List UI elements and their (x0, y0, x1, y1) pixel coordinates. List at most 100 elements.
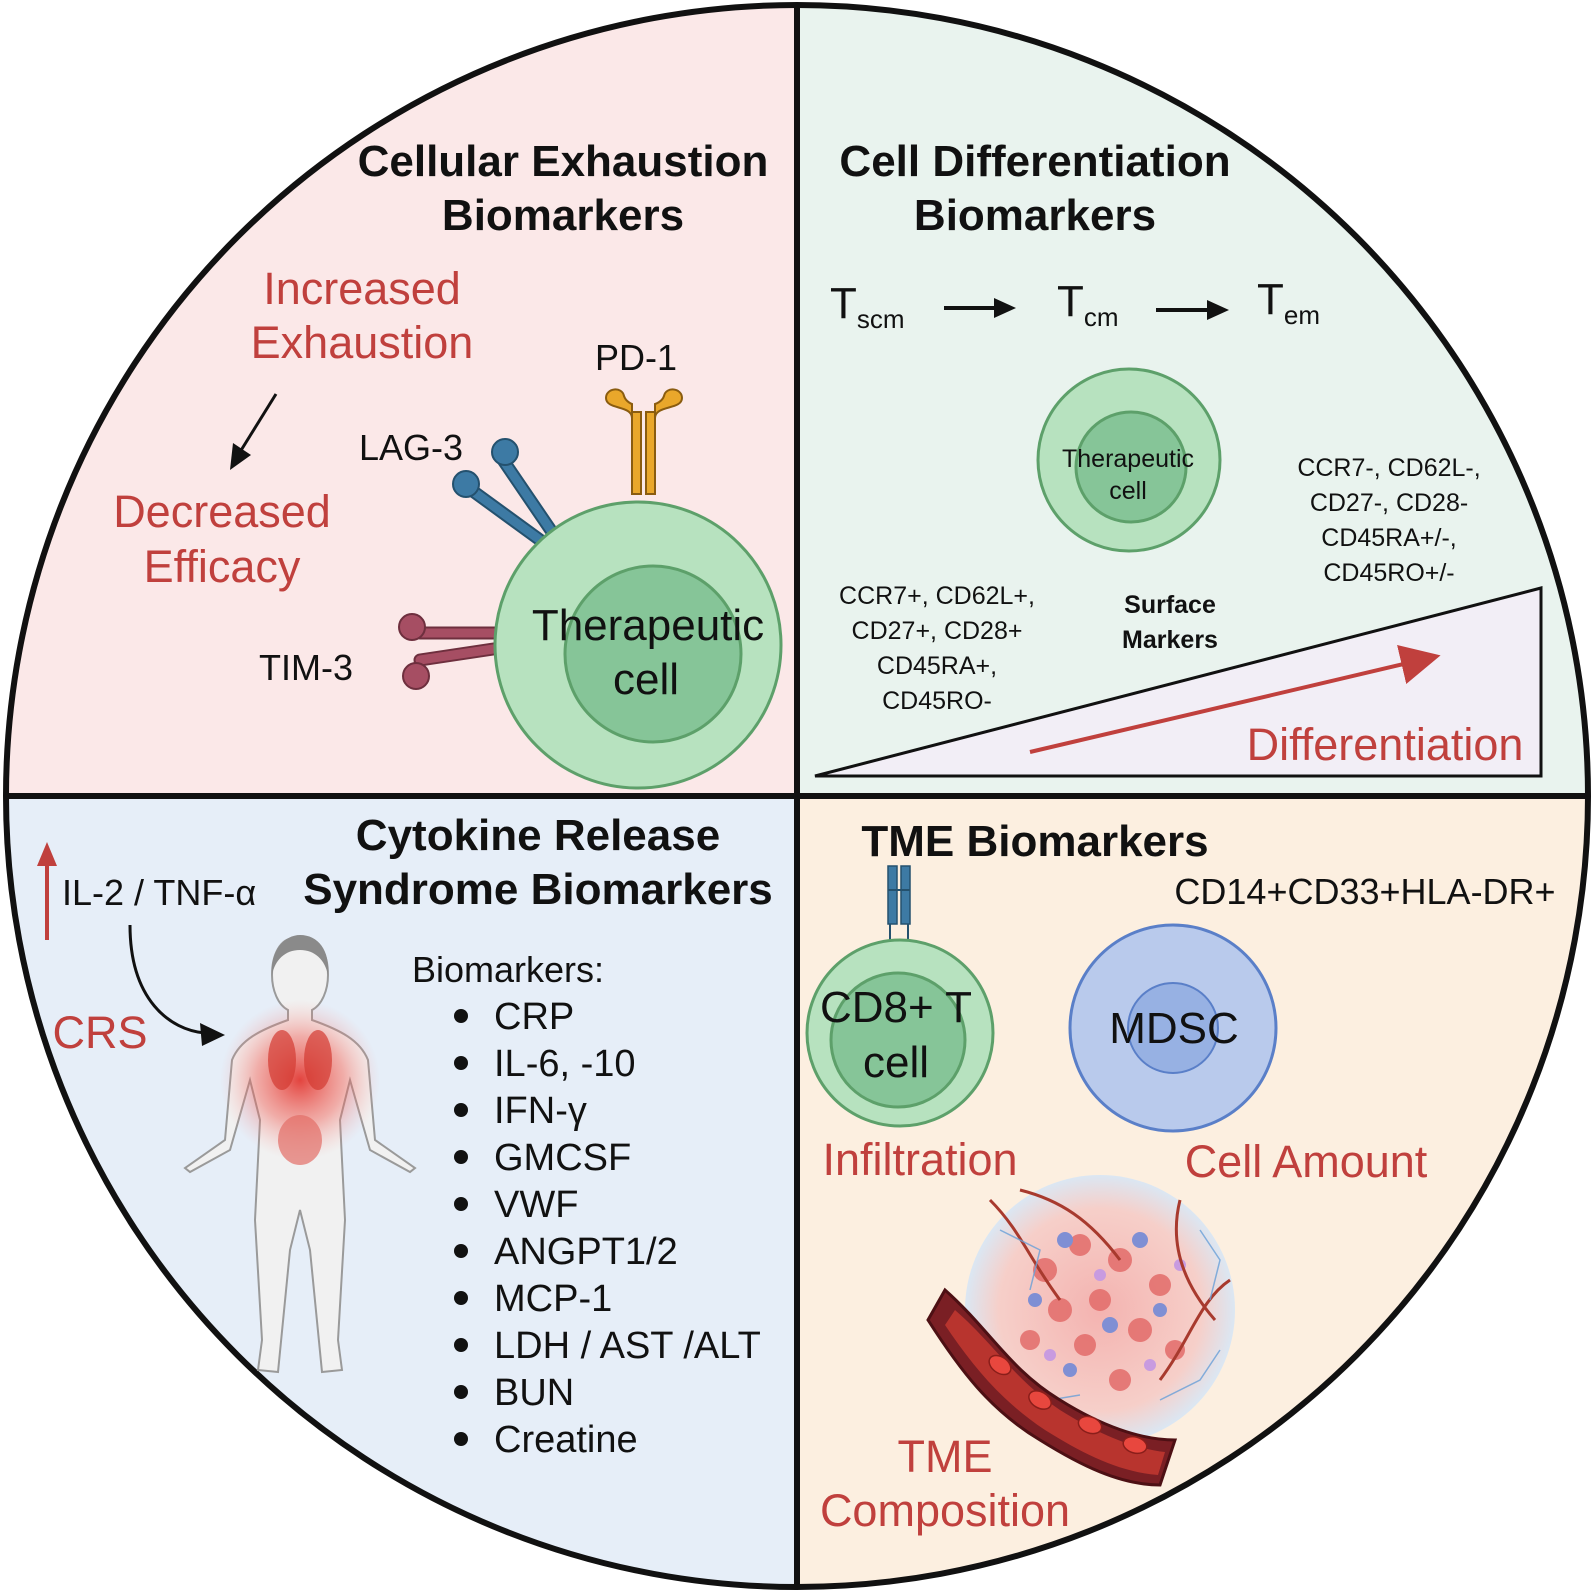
svg-text:Tem: Tem (1257, 275, 1320, 330)
crs-quadrant: Cytokine Release Syndrome Biomarkers IL-… (37, 811, 773, 1461)
marker-early-line: CD45RA+, (877, 652, 997, 680)
cd8-line1: CD8+ T (820, 983, 972, 1032)
differentiation-wedge: Differentiation (814, 586, 1543, 778)
cd8-line2: cell (863, 1038, 929, 1087)
biomarkers-heading: Biomarkers: (412, 949, 604, 990)
mdsc-cell: MDSC (1068, 923, 1278, 1133)
lag3-receptor-icon (452, 438, 559, 547)
cd8-t-cell: CD8+ T cell (805, 938, 995, 1128)
biomarker-item: BUN (494, 1372, 574, 1414)
bullet-dot (454, 1056, 468, 1070)
outer-circle (3, 2, 1591, 1590)
svg-text:Tscm: Tscm (830, 279, 905, 334)
therapeutic-cell-line1: Therapeutic (532, 601, 764, 650)
marker-early-line: CCR7+, CD62L+, (839, 582, 1035, 610)
decreased-efficacy-line1: Decreased (113, 486, 331, 537)
crs-label: CRS (52, 1007, 147, 1058)
biomarker-item: IFN-γ (494, 1090, 587, 1132)
stage-tcm: Tcm (1057, 277, 1119, 332)
therapeutic-cell-exhaustion: Therapeutic cell (493, 500, 783, 790)
crs-title-line2: Syndrome Biomarkers (303, 865, 773, 914)
tme-quadrant: TME Biomarkers CD14+CD33+HLA-DR+ CD8+ T … (805, 817, 1556, 1536)
mdsc-markers: CD14+CD33+HLA-DR+ (1174, 871, 1555, 912)
diff-cell-line2: cell (1109, 477, 1147, 505)
tim3-label: TIM-3 (259, 647, 353, 688)
exhaustion-title-line1: Cellular Exhaustion (358, 137, 769, 186)
bullet-dot (454, 1338, 468, 1352)
differentiation-title-line1: Cell Differentiation (839, 137, 1230, 186)
mdsc-label: MDSC (1109, 1004, 1239, 1053)
bullet-dot (454, 1009, 468, 1023)
arrow-right-icon (944, 298, 1016, 318)
decreased-efficacy-line2: Efficacy (144, 541, 301, 592)
tme-composition-line1: TME (898, 1431, 993, 1482)
marker-late-line: CD27-, CD28- (1310, 489, 1468, 517)
surface-markers-line1: Surface (1124, 591, 1216, 619)
stage-tem-main: T (1257, 275, 1284, 324)
bullet-dot (454, 1291, 468, 1305)
bullet-dot (454, 1244, 468, 1258)
marker-late-line: CCR7-, CD62L-, (1297, 454, 1480, 482)
bullet-dot (454, 1385, 468, 1399)
biomarker-item: CRP (494, 996, 574, 1038)
biomarker-item: GMCSF (494, 1137, 631, 1179)
crs-title-line1: Cytokine Release (356, 811, 720, 860)
arrow-right-icon (1156, 300, 1229, 320)
up-arrow-icon (37, 842, 57, 940)
svg-text:Tcm: Tcm (1057, 277, 1119, 332)
tme-composition-line2: Composition (820, 1485, 1070, 1536)
increased-exhaustion-line2: Exhaustion (251, 317, 474, 368)
therapeutic-cell-line2: cell (613, 655, 679, 704)
markers-late: CCR7-, CD62L-, CD27-, CD28- CD45RA+/-, C… (1297, 454, 1480, 587)
bullet-dot (454, 1197, 468, 1211)
biomarker-item: Creatine (494, 1419, 638, 1461)
diff-cell-line1: Therapeutic (1062, 445, 1194, 473)
exhaustion-quadrant: Cellular Exhaustion Biomarkers Increased… (113, 137, 783, 790)
tim3-receptor-icon (398, 613, 507, 690)
exhaustion-title-line2: Biomarkers (442, 191, 684, 240)
biomarker-item: MCP-1 (494, 1278, 612, 1320)
increased-exhaustion-line1: Increased (263, 263, 461, 314)
marker-early-line: CD45RO- (882, 687, 992, 715)
stage-tscm: Tscm (830, 279, 905, 334)
bullet-dot (454, 1150, 468, 1164)
marker-early-line: CD27+, CD28+ (852, 617, 1023, 645)
differentiation-quadrant: Cell Differentiation Biomarkers Tscm Tcm… (814, 137, 1543, 778)
stage-tscm-sub: scm (857, 304, 905, 334)
stage-tem: Tem (1257, 275, 1320, 330)
stage-tcm-main: T (1057, 277, 1084, 326)
stage-tscm-main: T (830, 279, 857, 328)
infiltration-label: Infiltration (822, 1134, 1017, 1185)
biomarker-item: ANGPT1/2 (494, 1231, 678, 1273)
therapeutic-cell-differentiation: Therapeutic cell (1036, 367, 1222, 553)
stage-tcm-sub: cm (1084, 302, 1119, 332)
down-left-arrow-icon (230, 393, 278, 470)
differentiation-label: Differentiation (1247, 719, 1524, 770)
tcr-receptor-icon (887, 865, 911, 940)
stage-tem-sub: em (1284, 300, 1320, 330)
pd1-receptor-icon (604, 388, 684, 495)
curved-arrow-icon (128, 924, 225, 1046)
pd1-label: PD-1 (595, 337, 677, 378)
cytokines-label: IL-2 / TNF-α (62, 872, 256, 913)
human-body-icon (183, 935, 417, 1374)
differentiation-title-line2: Biomarkers (914, 191, 1156, 240)
biomarker-item: IL-6, -10 (494, 1043, 636, 1085)
marker-late-line: CD45RO+/- (1323, 559, 1454, 587)
cell-amount-label: Cell Amount (1185, 1136, 1428, 1187)
tme-title: TME Biomarkers (861, 817, 1208, 866)
biomarker-item: LDH / AST /ALT (494, 1325, 761, 1367)
surface-markers-line2: Markers (1122, 626, 1218, 654)
bullet-dot (454, 1103, 468, 1117)
lag3-label: LAG-3 (359, 427, 463, 468)
tumor-vessel-icon (926, 1175, 1235, 1487)
bullet-dot (454, 1432, 468, 1446)
differentiation-arrow-icon (1029, 645, 1441, 754)
markers-early: CCR7+, CD62L+, CD27+, CD28+ CD45RA+, CD4… (839, 582, 1035, 715)
marker-late-line: CD45RA+/-, (1321, 524, 1456, 552)
biomarker-item: VWF (494, 1184, 578, 1226)
crs-quadrant-bg (6, 796, 797, 1587)
